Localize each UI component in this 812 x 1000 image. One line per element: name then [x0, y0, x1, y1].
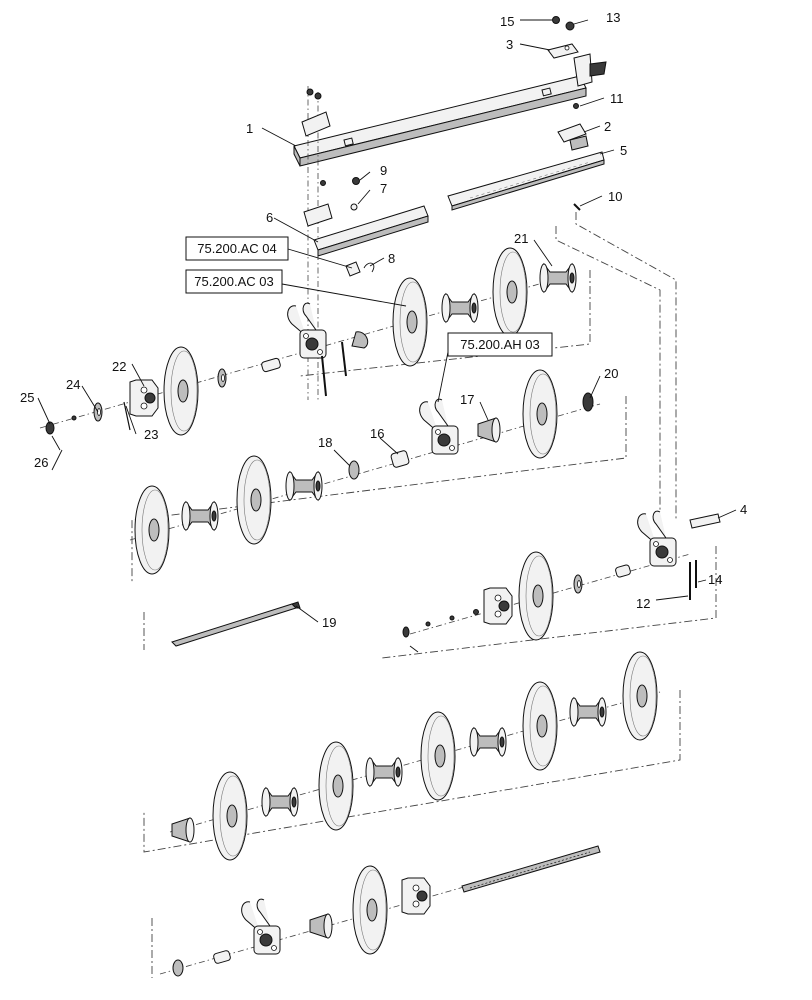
- callout-8: 8: [388, 251, 395, 266]
- callout-11: 11: [610, 91, 624, 106]
- callout-17: 17: [460, 392, 474, 407]
- callout-9: 9: [380, 163, 387, 178]
- main-channel-bar: [293, 75, 587, 167]
- callout-12: 12: [636, 596, 650, 611]
- spring-clip-8: [345, 261, 375, 277]
- reference-ac03-label: 75.200.AC 03: [194, 274, 274, 289]
- nut-9: [352, 177, 360, 185]
- callout-21: 21: [514, 231, 528, 246]
- callout-2: 2: [604, 119, 611, 134]
- bracket-6: [313, 205, 429, 257]
- reference-box-ac04: [185, 236, 289, 261]
- shaft-assembly-4: [169, 651, 661, 861]
- callout-25: 25: [20, 390, 34, 405]
- reference-ac04-label: 75.200.AC 04: [197, 241, 277, 256]
- callout-6: 6: [266, 210, 273, 225]
- callout-26: 26: [34, 455, 48, 470]
- small-part-10: [573, 203, 581, 211]
- callout-22: 22: [112, 359, 126, 374]
- reference-box-ah03: [447, 332, 553, 357]
- shaft-assembly-5: [159, 845, 601, 977]
- reference-ah03-label: 75.200.AH 03: [460, 337, 540, 352]
- callout-14: 14: [708, 572, 722, 587]
- shaft-assembly-2: [129, 369, 601, 575]
- callout-24: 24: [66, 377, 80, 392]
- top-plate-3: [547, 43, 579, 59]
- callout-23: 23: [144, 427, 158, 442]
- callout-18: 18: [318, 435, 332, 450]
- nut-15: [552, 16, 560, 24]
- callout-7: 7: [380, 181, 387, 196]
- clamp-plate-2: [557, 123, 589, 151]
- nut-13: [565, 21, 575, 31]
- callout-4: 4: [740, 502, 747, 517]
- bar-end-bracket: [573, 53, 607, 87]
- callout-13: 13: [606, 10, 620, 25]
- callout-16: 16: [370, 426, 384, 441]
- callout-10: 10: [608, 189, 622, 204]
- leader-lines: [37, 19, 737, 623]
- callout-19: 19: [322, 615, 336, 630]
- washer-7: [350, 203, 358, 211]
- small-part-11: [573, 103, 579, 109]
- square-shaft-19: [171, 601, 301, 647]
- callout-1: 1: [246, 121, 253, 136]
- callout-5: 5: [620, 143, 627, 158]
- reference-box-ac03: [185, 269, 283, 294]
- callout-15: 15: [500, 14, 514, 29]
- shaft-assembly-3: [402, 510, 721, 653]
- shaft-assembly-1: [39, 247, 577, 451]
- callout-20: 20: [604, 366, 618, 381]
- callout-3: 3: [506, 37, 513, 52]
- lower-bar-5: [447, 151, 605, 211]
